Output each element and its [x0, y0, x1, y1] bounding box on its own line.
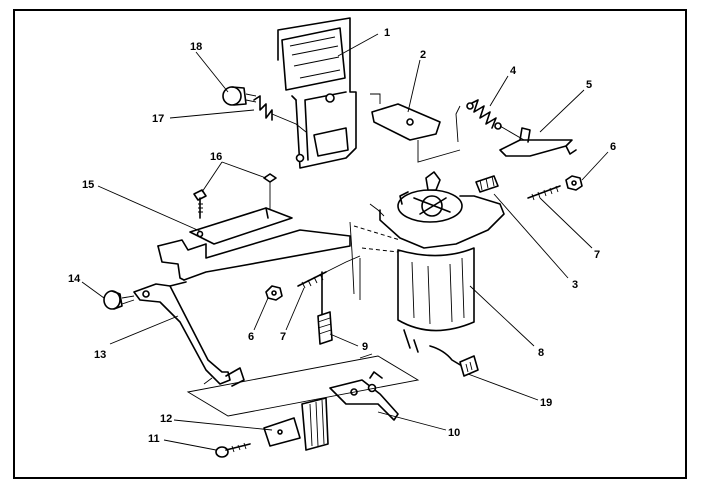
part-4-spring — [455, 99, 525, 143]
callout-1: 1 — [384, 27, 390, 39]
part-11-screw — [215, 442, 251, 458]
part-13-main-bracket — [133, 229, 351, 387]
part-19-connector — [429, 345, 479, 377]
part-6-nut-left — [265, 285, 283, 301]
callout-2: 2 — [420, 49, 426, 61]
callout-12: 12 — [160, 413, 172, 425]
callout-6-left: 6 — [248, 331, 254, 343]
callout-7-left: 7 — [280, 331, 286, 343]
part-18-knob-screw — [222, 86, 257, 106]
part-3-clip — [475, 175, 499, 193]
callout-16: 16 — [210, 151, 222, 163]
callout-18: 18 — [190, 41, 202, 53]
diagram-frame — [13, 9, 687, 479]
base-plate-outline — [186, 353, 420, 417]
part-8-motor — [349, 171, 505, 353]
part-1-mirror-bracket — [277, 17, 357, 169]
part-10-rocker-arm — [329, 371, 399, 421]
callout-3: 3 — [572, 279, 578, 291]
part-12-pad — [263, 397, 329, 451]
part-14-knurled-screw — [103, 290, 135, 310]
callout-7-right: 7 — [594, 249, 600, 261]
part-7-threaded-rod-right — [527, 185, 561, 201]
part-15-plate — [189, 207, 293, 245]
callout-4: 4 — [510, 65, 517, 77]
part-5-lever — [499, 127, 577, 157]
callout-8: 8 — [538, 347, 544, 359]
part-16-screws — [193, 173, 277, 219]
callout-15: 15 — [82, 179, 94, 191]
callout-11: 11 — [148, 433, 160, 445]
callout-17: 17 — [152, 113, 164, 125]
part-17-spring — [253, 95, 307, 133]
part-9-spring-post — [317, 271, 333, 345]
callout-13: 13 — [94, 349, 106, 361]
callout-5: 5 — [586, 79, 592, 91]
callout-19: 19 — [540, 397, 552, 409]
callout-6-right: 6 — [610, 141, 616, 153]
part-7-threaded-rod-left — [297, 255, 361, 289]
callout-9: 9 — [362, 341, 368, 353]
callout-10: 10 — [448, 427, 460, 439]
part-6-nut-right — [565, 175, 583, 191]
part-2-link-plate — [370, 93, 461, 163]
leader-lines — [81, 33, 609, 451]
callout-labels: 1 2 3 4 5 6 6 7 7 8 9 10 11 12 13 14 15 … — [68, 27, 616, 445]
callout-14: 14 — [68, 273, 81, 285]
